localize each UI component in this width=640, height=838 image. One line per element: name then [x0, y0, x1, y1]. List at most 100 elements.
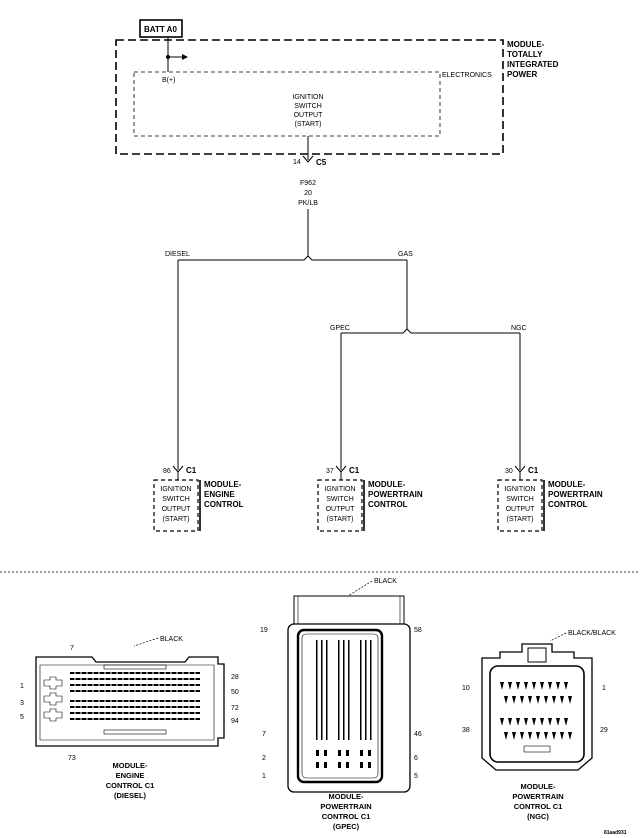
caption-4: (DIESEL): [114, 791, 147, 800]
latch-slot-bottom: [103, 729, 167, 735]
module-name-3: CONTROL: [204, 500, 244, 509]
module-name-3: CONTROL: [368, 500, 408, 509]
bplus-arrow: [182, 54, 188, 60]
color-leader: [133, 637, 159, 647]
pin-right-46: 46: [414, 731, 422, 738]
connector-seal: [489, 665, 585, 763]
module-pin: 37: [326, 468, 334, 475]
pin-left-5: 5: [20, 714, 24, 721]
module-powertrain-control-gpec: 37 C1 IGNITION SWITCH OUTPUT (START) MOD…: [317, 465, 423, 532]
wire-circuit: F962: [300, 180, 316, 187]
pin-right-72: 72: [231, 705, 239, 712]
pin-right-5: 5: [414, 773, 418, 780]
electronics-box: [133, 71, 441, 137]
connector-inner: [301, 633, 379, 779]
pin-left-1: 1: [262, 773, 266, 780]
connector-gpec: BLACK 19 7 2 1 58 46 6 5 MODULE-: [260, 578, 422, 831]
module-name-3: CONTROL: [548, 500, 588, 509]
wire-gauge: 20: [304, 190, 312, 197]
module-output-1: IGNITION: [324, 486, 355, 493]
pin-left-10: 10: [462, 685, 470, 692]
c5-connector: C5: [316, 158, 327, 167]
pin-right-6: 6: [414, 755, 418, 762]
tipm-outline: [115, 39, 504, 155]
color-leader: [347, 580, 373, 597]
pin-left-3: 3: [20, 700, 24, 707]
pin-right-1: 1: [602, 685, 606, 692]
batt-box: [139, 19, 183, 38]
caption-2: POWERTRAIN: [512, 792, 563, 801]
caption-1: MODULE-: [329, 792, 364, 801]
ign-output-3: OUTPUT: [294, 112, 324, 119]
module-name-1: MODULE-: [204, 480, 242, 489]
caption-3: CONTROL C1: [322, 812, 371, 821]
pin-right-58: 58: [414, 627, 422, 634]
connector-diesel: BLACK 7: [20, 636, 239, 800]
connector-hood: [293, 595, 405, 625]
latch: [527, 647, 547, 663]
connector-ngc: BLACK/BLACK 10 38 1 29 MODULE- POWERTRAI…: [462, 630, 616, 821]
module-pin: 30: [505, 468, 513, 475]
figure-id: 81aad931: [604, 830, 627, 836]
pin-right-94: 94: [231, 718, 239, 725]
split-diesel-gas: [178, 255, 407, 261]
caption-4: (GPEC): [333, 822, 360, 831]
module-output-2: SWITCH: [326, 496, 354, 503]
module-output-3: OUTPUT: [506, 506, 536, 513]
module-name-2: ENGINE: [204, 490, 235, 499]
pin-field-gaps: [74, 670, 196, 722]
pin-left-2: 2: [262, 755, 266, 762]
module-name-1: MODULE-: [548, 480, 586, 489]
pin-left-7: 7: [262, 731, 266, 738]
connector-color: BLACK/BLACK: [568, 630, 616, 637]
left-cavities: [43, 676, 63, 722]
connector-color: BLACK: [160, 636, 183, 643]
module-output-4: (START): [163, 516, 190, 523]
color-leader: [549, 632, 567, 642]
connector-inner: [39, 664, 215, 741]
pin-left-38: 38: [462, 727, 470, 734]
module-connector: C1: [528, 466, 539, 475]
module-output-3: OUTPUT: [162, 506, 192, 513]
module-output-1: IGNITION: [160, 486, 191, 493]
latch-slot: [103, 664, 167, 670]
caption-3: CONTROL C1: [106, 781, 155, 790]
module-name-2: POWERTRAIN: [548, 490, 603, 499]
caption-4: (NGC): [527, 812, 549, 821]
module-output-4: (START): [327, 516, 354, 523]
pin-left-19: 19: [260, 627, 268, 634]
module-engine-control: 86 C1 IGNITION SWITCH OUTPUT (START) MOD…: [153, 465, 244, 532]
pin-left-1: 1: [20, 683, 24, 690]
ign-output-1: IGNITION: [292, 94, 323, 101]
connector-body: [287, 623, 411, 793]
tipm-label-1: MODULE-: [507, 40, 545, 49]
ngc-label: NGC: [511, 325, 527, 332]
tipm-label-4: POWER: [507, 70, 537, 79]
module-output-3: OUTPUT: [326, 506, 356, 513]
caption-2: ENGINE: [116, 771, 145, 780]
module-connector: C1: [186, 466, 197, 475]
pin-right-28: 28: [231, 674, 239, 681]
c5-symbol: [302, 155, 314, 163]
module-connector: C1: [349, 466, 360, 475]
connector-color: BLACK: [374, 578, 397, 585]
pin-right-50: 50: [231, 689, 239, 696]
connector-body: [481, 643, 593, 771]
batt-label: BATT A0: [144, 25, 177, 34]
electronics-label: ELECTRONICS: [442, 72, 492, 79]
key-slot: [523, 745, 551, 753]
gpec-label: GPEC: [330, 325, 350, 332]
caption-2: POWERTRAIN: [320, 802, 371, 811]
module-box: [153, 479, 199, 532]
split-gpec-ngc: [341, 328, 520, 334]
caption-1: MODULE-: [521, 782, 556, 791]
connector-body: [35, 656, 225, 747]
ign-output-4: (START): [295, 121, 322, 128]
module-powertrain-control-ngc: 30 C1 IGNITION SWITCH OUTPUT (START) MOD…: [497, 465, 603, 532]
module-box: [497, 479, 543, 532]
module-output-2: SWITCH: [162, 496, 190, 503]
wire-color: PK/LB: [298, 200, 318, 207]
caption-1: MODULE-: [113, 761, 148, 770]
gas-label: GAS: [398, 251, 413, 258]
